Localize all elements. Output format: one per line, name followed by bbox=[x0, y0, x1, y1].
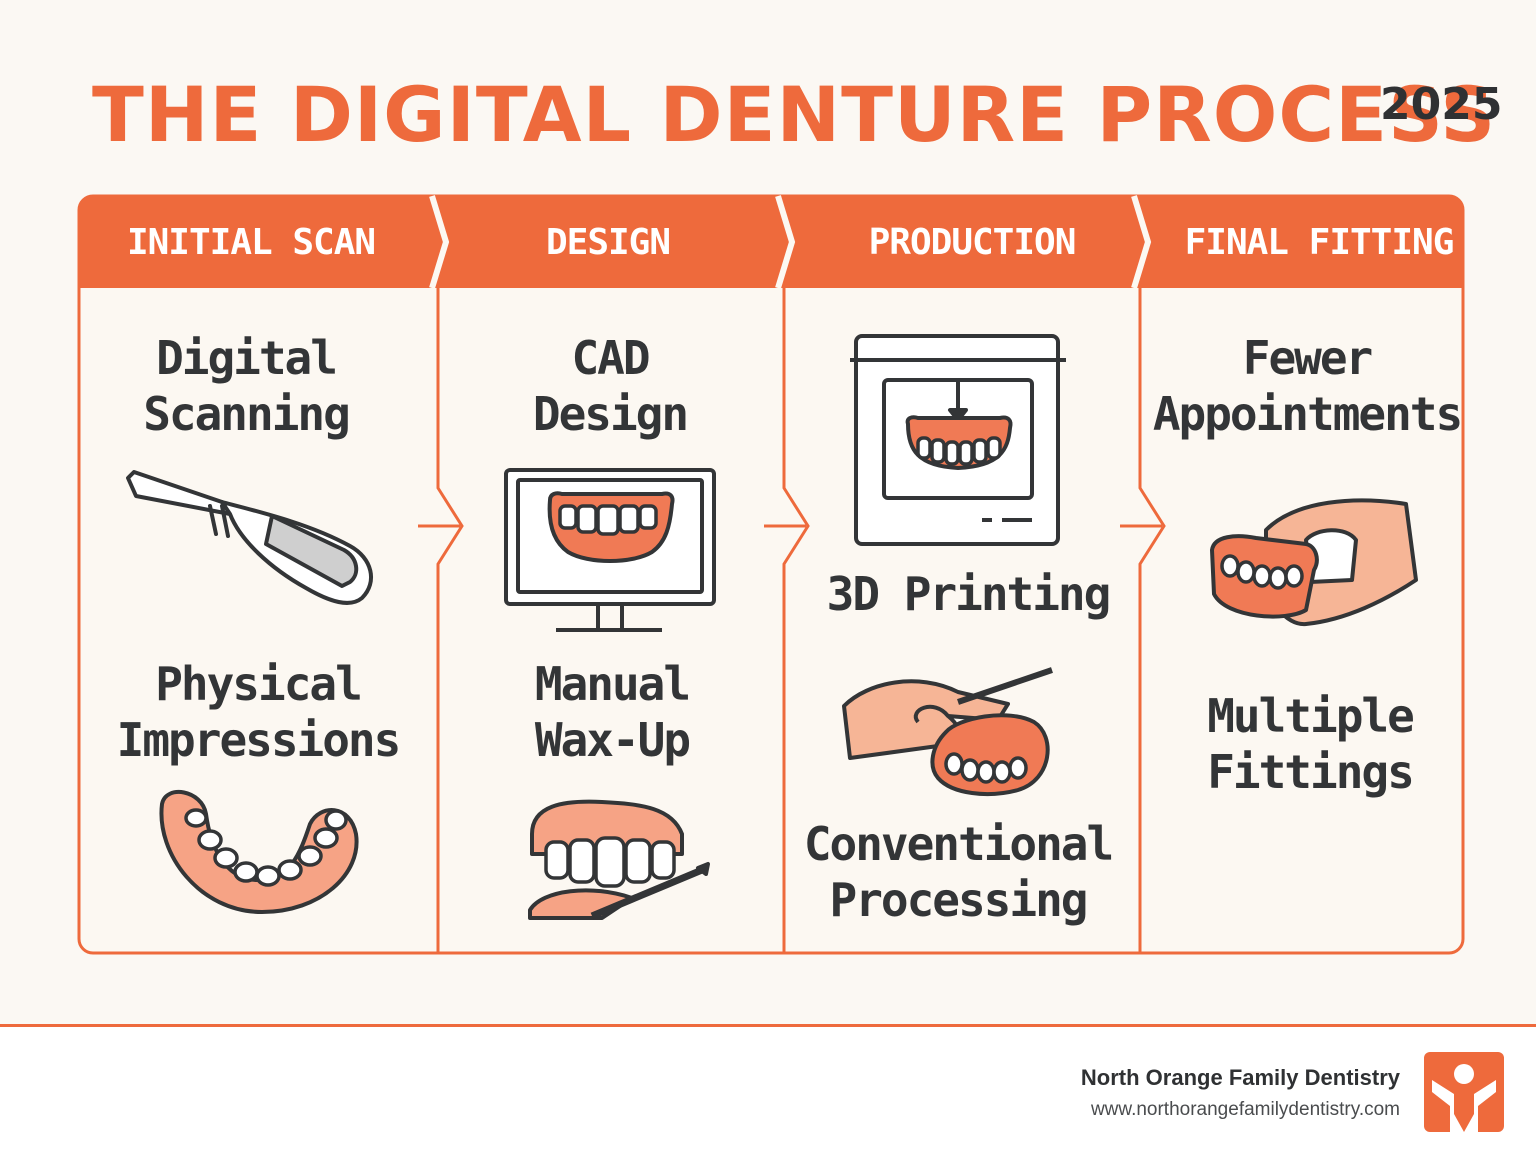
page-title: THE DIGITAL DENTURE PROCESS bbox=[92, 70, 1497, 159]
item-label-cad-design: CAD Design bbox=[532, 331, 689, 441]
org-name: North Orange Family Dentistry bbox=[1080, 1065, 1400, 1090]
header-band bbox=[79, 196, 1463, 288]
stage-label-production: PRODUCTION bbox=[868, 222, 1077, 263]
hand-carving-denture-icon bbox=[842, 667, 1053, 796]
computer-monitor-denture-icon bbox=[504, 468, 716, 632]
wax-up-tool-icon bbox=[528, 799, 710, 920]
item-label-multiple-fittings: Multiple Fittings bbox=[1207, 689, 1415, 799]
person-logo-icon bbox=[1424, 1052, 1504, 1132]
stage-label-initial-scan: INITIAL SCAN bbox=[126, 222, 376, 263]
stage-dividers bbox=[436, 288, 1166, 953]
footer bbox=[0, 1027, 1536, 1154]
item-label-digital-scanning: Digital Scanning bbox=[143, 331, 351, 441]
item-label-3d-printing: 3D Printing bbox=[826, 567, 1112, 621]
item-label-manual-wax-up: Manual Wax-Up bbox=[534, 657, 691, 767]
org-url[interactable]: www.northorangefamilydentistry.com bbox=[1090, 1099, 1400, 1120]
hand-holding-denture-icon bbox=[1210, 498, 1418, 627]
intraoral-scanner-icon bbox=[126, 470, 373, 605]
item-label-fewer-appointments: Fewer Appointments bbox=[1152, 331, 1463, 441]
year-label: 2025 bbox=[1380, 79, 1503, 130]
stage-label-final-fitting: FINAL FITTING bbox=[1184, 222, 1455, 263]
footer-divider bbox=[0, 1024, 1536, 1027]
stage-label-design: DESIGN bbox=[545, 222, 671, 263]
item-label-conventional-processing: Conventional Processing bbox=[803, 817, 1114, 927]
item-label-physical-impressions: Physical Impressions bbox=[116, 657, 402, 767]
3d-printer-icon bbox=[850, 334, 1066, 546]
impression-tray-icon bbox=[159, 789, 359, 914]
